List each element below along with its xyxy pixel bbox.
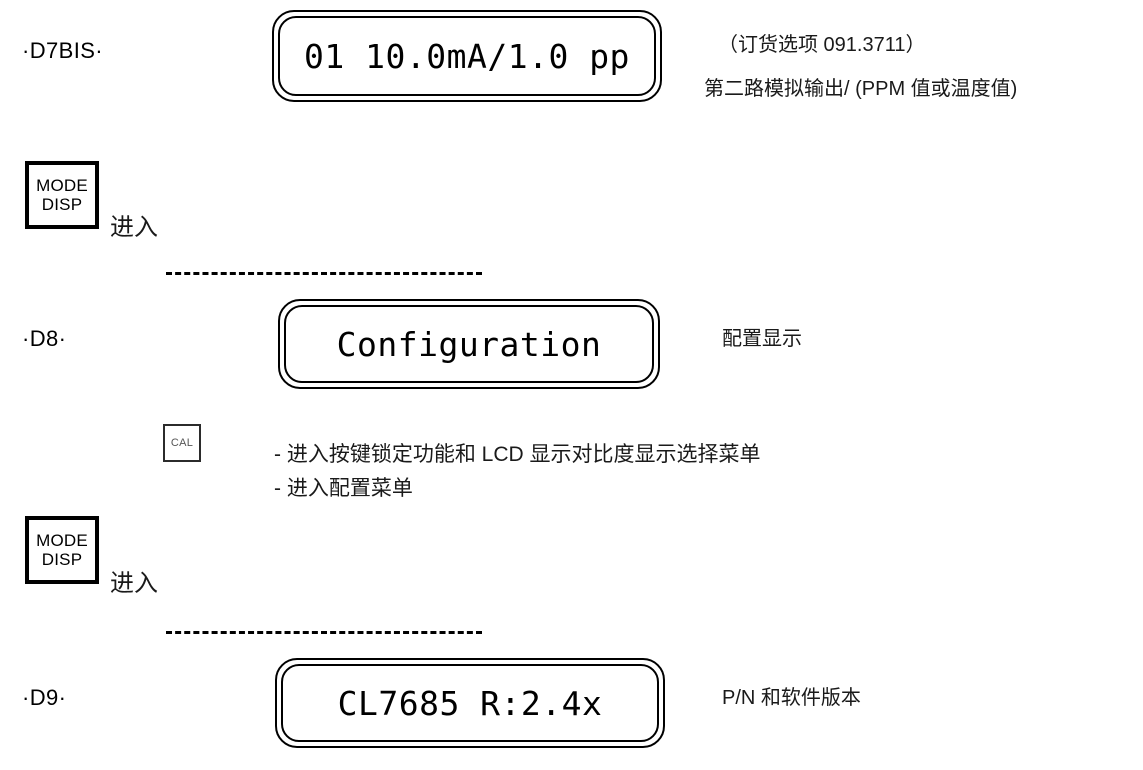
cal-actions-list: - 进入按键锁定功能和 LCD 显示对比度显示选择菜单 - 进入配置菜单 [274, 438, 761, 506]
key-mode-label-line1: MODE [36, 175, 88, 195]
lcd-inner-frame: 01 10.0mA/1.0 pp [278, 16, 656, 96]
note-d7bis-description: 第二路模拟输出/ (PPM 值或温度值) [704, 78, 1018, 100]
cal-action-line-2: - 进入配置菜单 [274, 477, 413, 501]
lcd-display-d8: Configuration [278, 299, 660, 389]
key-mode-caption-2: 进入 [110, 570, 158, 597]
lcd-display-d7bis: 01 10.0mA/1.0 pp [272, 10, 662, 102]
key-mode-label-line1: MODE [36, 530, 88, 550]
key-mode-label-line2: DISP [41, 195, 83, 214]
lcd-text-d7bis: 01 10.0mA/1.0 pp [304, 36, 630, 76]
key-cal[interactable]: CAL [163, 424, 201, 462]
key-mode-label-line2: DISP [41, 550, 83, 569]
lcd-text-d9: CL7685 R:2.4x [337, 683, 603, 723]
lcd-display-d9: CL7685 R:2.4x [275, 658, 665, 748]
note-d9-description: P/N 和软件版本 [722, 687, 861, 709]
note-d7bis-option: （订货选项 091.3711） [718, 34, 926, 56]
lcd-inner-frame: CL7685 R:2.4x [281, 664, 659, 742]
key-mode-disp-2[interactable]: MODE DISP [25, 516, 99, 584]
step-label-d7bis: ·D7BIS· [22, 38, 104, 63]
lcd-inner-frame: Configuration [284, 305, 654, 383]
note-d8-description: 配置显示 [722, 328, 802, 350]
key-cal-label: CAL [170, 437, 194, 449]
dashed-separator-2 [166, 631, 482, 634]
cal-action-line-1: - 进入按键锁定功能和 LCD 显示对比度显示选择菜单 [274, 443, 761, 466]
dashed-separator-1 [166, 272, 482, 275]
lcd-text-d8: Configuration [336, 324, 602, 364]
step-label-d9: ·D9· [22, 685, 67, 710]
step-label-d8: ·D8· [22, 326, 67, 351]
key-mode-caption-1: 进入 [110, 214, 158, 241]
key-mode-disp-1[interactable]: MODE DISP [25, 161, 99, 229]
